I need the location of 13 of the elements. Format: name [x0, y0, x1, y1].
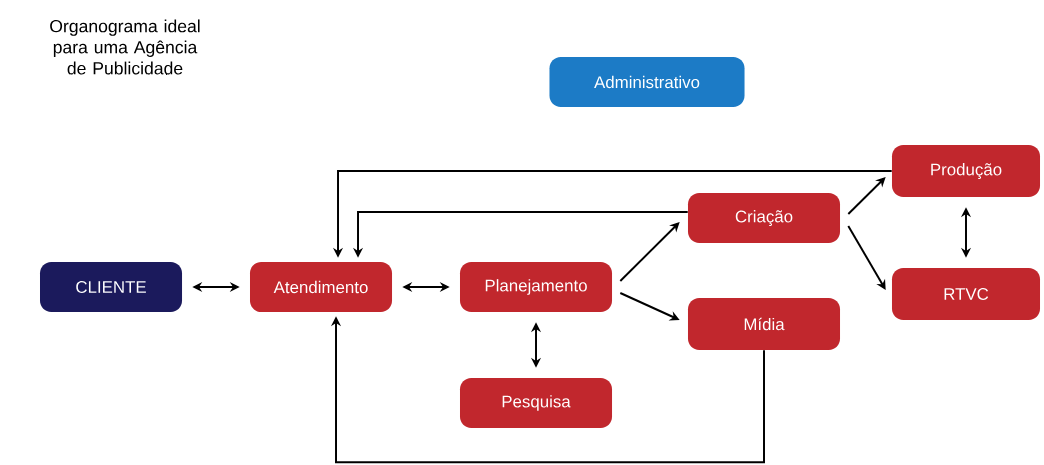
org-box: CLIENTE — [40, 262, 183, 312]
arrow — [619, 222, 680, 282]
org-box: Produção — [892, 145, 1040, 197]
title: Organograma ideal para uma Agência de Publicidade — [50, 19, 200, 75]
arrow — [847, 177, 886, 215]
org-box: Administrativo — [549, 57, 745, 107]
org-box: Pesquisa — [460, 378, 613, 428]
org-box: Criação — [688, 193, 840, 243]
org-box: Planejamento — [460, 262, 613, 312]
org-box: Atendimento — [250, 262, 393, 312]
org-box: Mídia — [688, 298, 840, 350]
arrow — [847, 225, 886, 290]
org-box: RTVC — [892, 268, 1040, 320]
